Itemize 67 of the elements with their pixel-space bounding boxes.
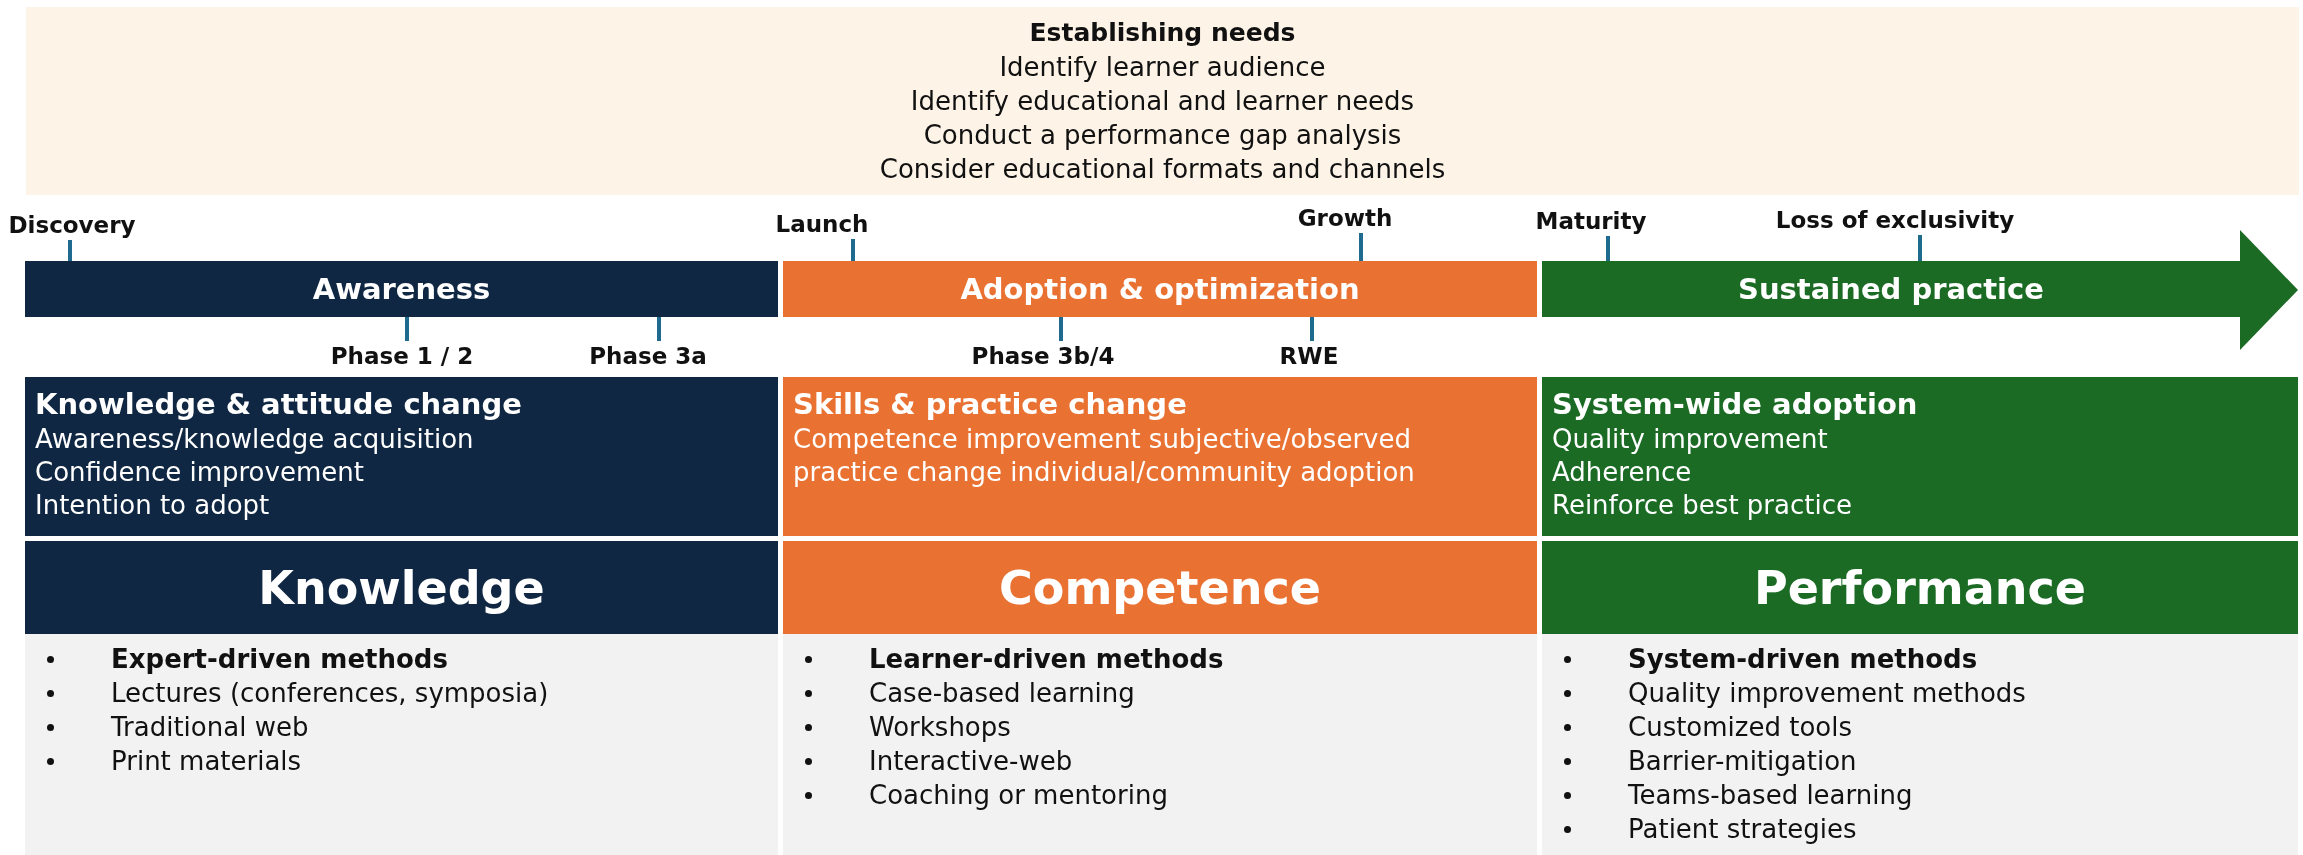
list-item: Print materials [111,746,302,776]
list-item: Lectures (conferences, symposia) [111,678,549,708]
milestone-label: Maturity [1535,208,1647,234]
level-header [783,541,1537,634]
methods-panel [1542,634,2298,855]
band-label: Adoption & optimization [960,272,1360,306]
stage-band [25,261,778,317]
level-title: Performance [1753,560,2087,615]
body-text: Adherence [1552,456,1693,489]
tick-line [1359,233,1363,261]
list-item: Patient strategies [1628,814,1857,844]
milestone-label: Discovery [8,212,136,238]
body-text: Competence improvement subjective/observed [793,423,1412,456]
section-heading: Establishing needs [1028,17,1297,49]
body-text: Conduct a performance gap analysis [922,119,1403,152]
milestone-label: Phase 3b/4 [971,343,1115,369]
body-text: Awareness/knowledge acquisition [35,423,475,456]
list-item: Learner-driven methods [869,644,1224,674]
band-label: Awareness [312,272,491,306]
list-item: Workshops [869,712,1011,742]
list-item: Traditional web [111,712,309,742]
tick-line [1310,317,1314,341]
tick-line [657,317,661,341]
outcome-panel [1542,377,2298,536]
body-text: Identify educational and learner needs [909,85,1416,118]
milestone-label: RWE [1279,343,1339,369]
list-item: Customized tools [1628,712,1853,742]
needs-panel [26,7,2299,195]
body-text: Reinforce best practice [1552,489,1853,522]
body-text: practice change individual/community adoption [793,456,1416,489]
body-text: Consider educational formats and channels [878,153,1447,186]
list-item: Case-based learning [869,678,1135,708]
tick-line [851,239,855,261]
milestone-label: Phase 3a [589,343,707,369]
body-text: Identify learner audience [998,51,1327,84]
outcome-panel [25,377,778,536]
milestone-label: Launch [775,211,869,237]
methods-panel [25,634,778,855]
tick-line [1059,317,1063,341]
milestone-label: Growth [1297,205,1393,231]
methods-panel [783,634,1537,855]
level-header [1542,541,2298,634]
level-title: Competence [999,560,1321,615]
list-item: Expert-driven methods [111,644,448,674]
level-header [25,541,778,634]
milestone-label: Loss of exclusivity [1775,207,2015,233]
list-item: Teams-based learning [1628,780,1913,810]
panel-heading: System-wide adoption [1552,386,1919,423]
panel-heading: Skills & practice change [793,386,1188,423]
list-item: Barrier-mitigation [1628,746,1857,776]
band-label: Sustained practice [1738,272,2044,306]
tick-line [68,240,72,261]
panel-heading: Knowledge & attitude change [35,386,523,423]
tick-line [1606,236,1610,261]
level-title: Knowledge [258,560,545,615]
tick-line [405,317,409,341]
body-text: Intention to adopt [35,489,271,522]
milestone-label: Phase 1 / 2 [330,343,474,369]
list-item: Coaching or mentoring [869,780,1168,810]
body-text: Confidence improvement [35,456,365,489]
list-item: Quality improvement methods [1628,678,2026,708]
outcome-panel [783,377,1537,536]
body-text: Quality improvement [1552,423,1829,456]
stage-band [783,261,1537,317]
list-item: System-driven methods [1628,644,1978,674]
list-item: Interactive-web [869,746,1073,776]
tick-line [1918,235,1922,261]
